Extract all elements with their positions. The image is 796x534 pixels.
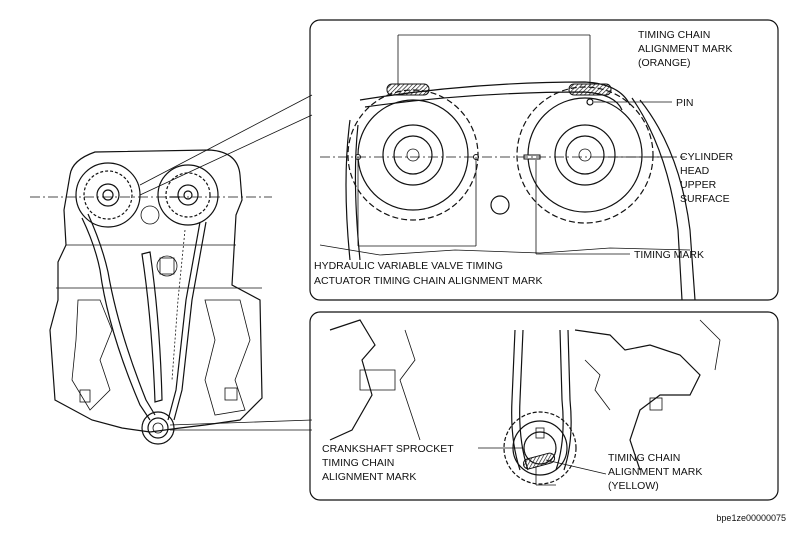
svg-text:ALIGNMENT MARK: ALIGNMENT MARK <box>608 466 702 478</box>
label-hydraulic-vvt-alignment-mark: HYDRAULIC VARIABLE VALVE TIMING ACTUATOR… <box>314 260 543 287</box>
label-crankshaft-sprocket-alignment-mark: CRANKSHAFT SPROCKET TIMING CHAIN ALIGNME… <box>322 443 454 483</box>
svg-text:UPPER: UPPER <box>680 179 717 191</box>
svg-text:ACTUATOR TIMING CHAIN ALIGNMEN: ACTUATOR TIMING CHAIN ALIGNMENT MARK <box>314 275 543 287</box>
engine-overview <box>30 149 272 445</box>
label-timing-mark: TIMING MARK <box>634 249 704 261</box>
connector-lines <box>139 94 313 431</box>
figure-code: bpe1ze00000075 <box>716 513 786 523</box>
svg-text:TIMING CHAIN: TIMING CHAIN <box>322 457 394 469</box>
svg-text:CRANKSHAFT SPROCKET: CRANKSHAFT SPROCKET <box>322 443 454 455</box>
svg-text:HEAD: HEAD <box>680 165 710 177</box>
svg-text:SURFACE: SURFACE <box>680 193 730 205</box>
svg-text:TIMING CHAIN: TIMING CHAIN <box>638 29 710 41</box>
svg-text:HYDRAULIC VARIABLE VALVE TIMIN: HYDRAULIC VARIABLE VALVE TIMING <box>314 260 503 272</box>
crankshaft-detail-box <box>309 311 779 501</box>
label-timing-chain-alignment-mark-orange: TIMING CHAIN ALIGNMENT MARK (ORANGE) <box>638 29 732 69</box>
svg-text:TIMING CHAIN: TIMING CHAIN <box>608 452 680 464</box>
svg-text:ALIGNMENT MARK: ALIGNMENT MARK <box>322 471 416 483</box>
camshaft-detail-box <box>309 19 779 301</box>
svg-text:CYLINDER: CYLINDER <box>680 151 734 163</box>
svg-text:ALIGNMENT MARK: ALIGNMENT MARK <box>638 43 732 55</box>
label-cylinder-head-upper-surface: CYLINDER HEAD UPPER SURFACE <box>680 151 734 205</box>
svg-text:(ORANGE): (ORANGE) <box>638 57 691 69</box>
svg-text:(YELLOW): (YELLOW) <box>608 480 659 492</box>
label-pin: PIN <box>676 97 694 109</box>
label-timing-chain-alignment-mark-yellow: TIMING CHAIN ALIGNMENT MARK (YELLOW) <box>608 452 702 492</box>
